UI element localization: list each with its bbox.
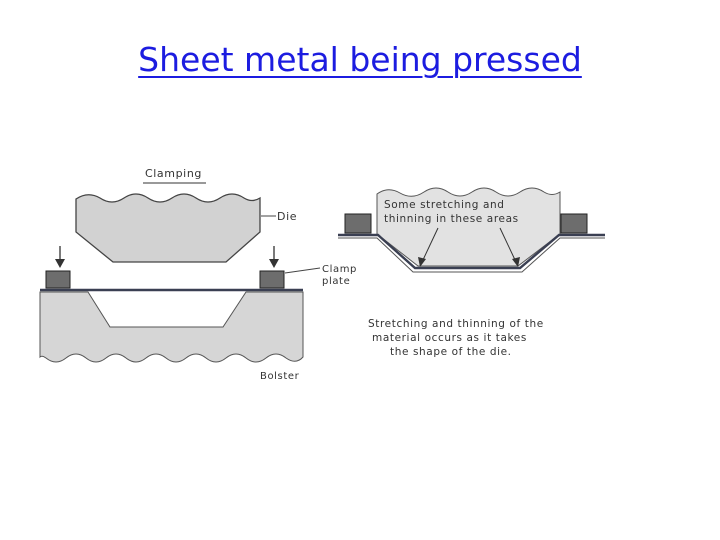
clamp-plate-leader-line: [284, 267, 321, 274]
die-block-pressed: [376, 187, 561, 267]
clamp-plate-left: [45, 270, 71, 289]
die-label: Die: [277, 210, 297, 223]
clamp-plate-right-pressed: [560, 213, 588, 234]
bolster-label: Bolster: [260, 371, 300, 382]
clamping-arrow-left: [55, 246, 65, 268]
bolster-surface-pressed: [338, 237, 605, 273]
clamping-label: Clamping: [145, 167, 202, 180]
clamp-plate-label-line2: plate: [322, 276, 350, 287]
bolster-block: [39, 291, 304, 363]
die-shape-note-line2: material occurs as it takes: [372, 332, 527, 344]
die-shape-note-line3: the shape of the die.: [390, 346, 512, 358]
clamp-plate-right: [259, 270, 285, 289]
clamp-plate-left-pressed: [344, 213, 372, 234]
die-shape-note-line1: Stretching and thinning of the: [368, 318, 544, 330]
die-block: [75, 193, 261, 263]
sheet-metal-formed: [338, 233, 605, 270]
stretching-arrow-left: [418, 227, 439, 267]
slide-title[interactable]: Sheet metal being pressed: [138, 40, 582, 79]
clamping-arrow-right: [269, 246, 279, 268]
clamp-plate-label-line1: Clamp: [322, 264, 357, 275]
before-pressing-diagram: Clamping Die Clamp plate Bolster: [39, 167, 357, 382]
stretching-note-line1: Some stretching and: [384, 199, 505, 211]
stretching-note-line2: thinning in these areas: [384, 213, 519, 225]
stretching-arrow-right: [499, 227, 520, 267]
during-pressing-diagram: Some stretching and thinning in these ar…: [338, 187, 605, 358]
